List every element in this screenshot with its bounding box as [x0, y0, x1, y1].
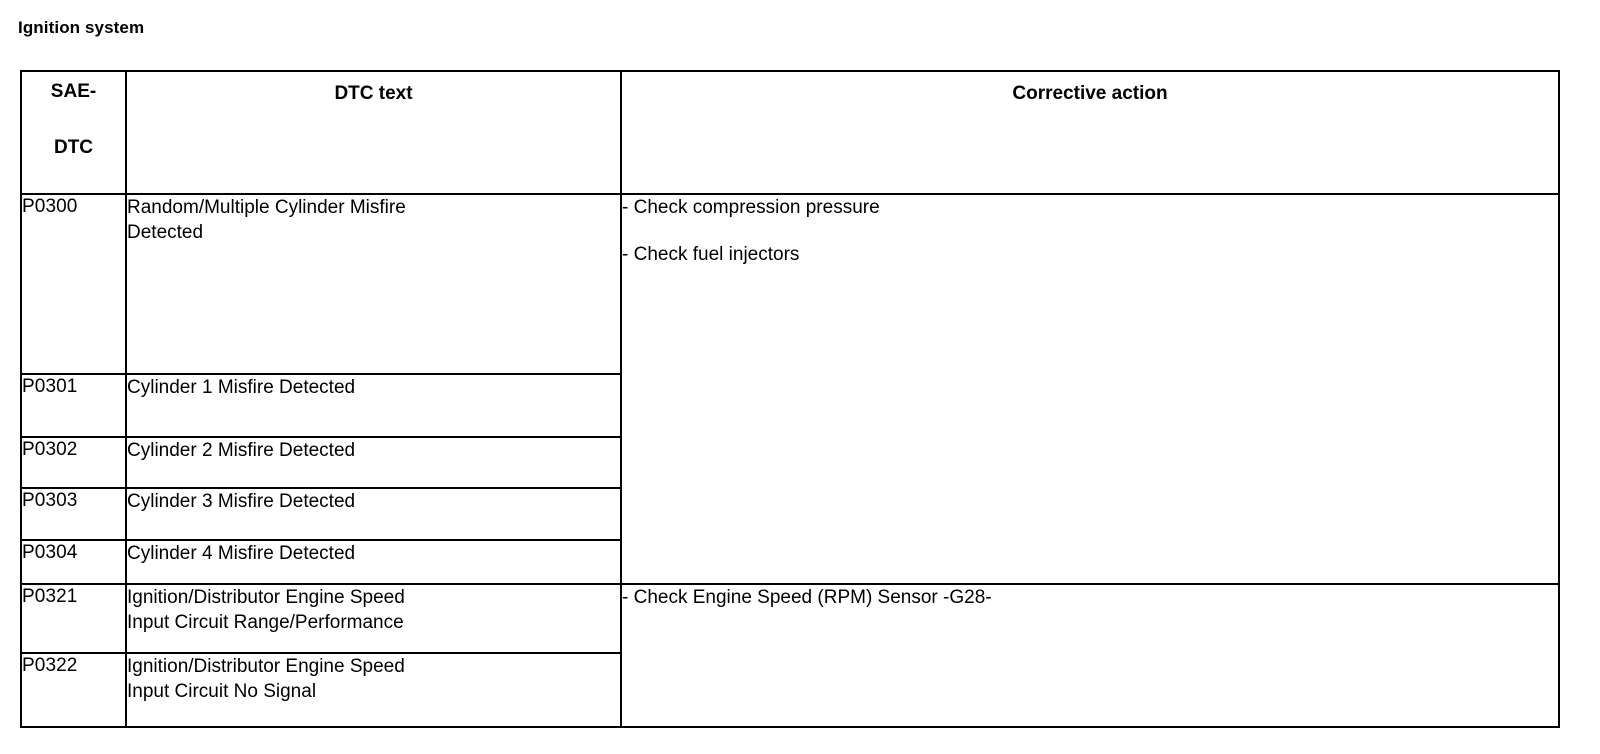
cell-sae-dtc: P0301 [20, 372, 127, 438]
cell-dtc-text: Ignition/Distributor Engine Speed Input … [125, 652, 622, 728]
column-header-sae-dtc: SAE- DTC [20, 70, 127, 195]
corrective-action-line: - Check compression pressure [622, 197, 880, 218]
cell-corrective-action: - Check compression pressure - Check fue… [620, 193, 1560, 585]
column-header-dtc-text: DTC text [125, 70, 622, 195]
table-header-row: SAE- DTC DTC text Corrective action [20, 70, 1560, 195]
cell-sae-dtc: P0300 [20, 193, 127, 375]
table-row: P0301 Cylinder 1 Misfire Detected [20, 372, 1559, 438]
cell-sae-dtc: P0304 [20, 538, 127, 585]
column-header-dtc-text-label: DTC text [334, 83, 413, 104]
cell-dtc-text-line1: Random/Multiple Cylinder Misfire [127, 197, 406, 218]
cell-dtc-text: Cylinder 3 Misfire Detected [125, 487, 622, 541]
cell-dtc-text-line1: Cylinder 1 Misfire Detected [127, 376, 356, 398]
table-row: P0321 Ignition/Distributor Engine Speed … [20, 582, 1560, 729]
cell-dtc-text-line1: Cylinder 4 Misfire Detected [127, 542, 356, 564]
cell-dtc-text-line2: Detected [127, 222, 204, 243]
cell-dtc-text-line2: Input Circuit No Signal [127, 681, 317, 703]
cell-dtc-text: Random/Multiple Cylinder Misfire Detecte… [125, 193, 622, 375]
cell-dtc-text-line1: Cylinder 2 Misfire Detected [127, 439, 356, 461]
cell-dtc-text: Cylinder 4 Misfire Detected [125, 538, 622, 585]
cell-sae-dtc: P0321 [20, 582, 127, 655]
cell-dtc-text-line1: Ignition/Distributor Engine Speed [127, 656, 405, 678]
table-row: P0302 Cylinder 2 Misfire Detected [20, 435, 1559, 490]
column-header-sae-dtc-inner: SAE- DTC [22, 72, 125, 158]
column-header-corrective-action: Corrective action [620, 70, 1560, 195]
table-row: P0303 Cylinder 3 Misfire Detected [20, 487, 1559, 541]
cell-dtc-text: Ignition/Distributor Engine Speed Input … [125, 582, 622, 655]
cell-sae-dtc: P0302 [20, 435, 127, 490]
corrective-action-line: - Check fuel injectors [622, 244, 800, 265]
cell-dtc-text: Cylinder 2 Misfire Detected [125, 435, 622, 490]
table-row: P0300 Random/Multiple Cylinder Misfire D… [20, 193, 1560, 585]
cell-dtc-text: Cylinder 1 Misfire Detected [125, 372, 622, 438]
cell-dtc-text-line1: Ignition/Distributor Engine Speed [127, 586, 405, 608]
column-header-corrective-action-label: Corrective action [1012, 83, 1168, 104]
table-row: P0322 Ignition/Distributor Engine Speed … [20, 652, 1559, 728]
table-row: P0304 Cylinder 4 Misfire Detected [20, 538, 1559, 585]
cell-dtc-text-line2: Input Circuit Range/Performance [127, 611, 404, 633]
column-header-sae-dtc-line2: DTC [53, 137, 94, 158]
cell-corrective-action: - Check Engine Speed (RPM) Sensor -G28- [620, 582, 1560, 729]
column-header-sae-dtc-line1: SAE- [50, 81, 97, 102]
corrective-action-line: - Check Engine Speed (RPM) Sensor -G28- [622, 586, 992, 608]
cell-sae-dtc: P0322 [20, 652, 127, 728]
dtc-table: SAE- DTC DTC text Corrective action P030… [20, 70, 1560, 729]
cell-dtc-text-line1: Cylinder 3 Misfire Detected [127, 491, 356, 513]
cell-sae-dtc: P0303 [20, 487, 127, 541]
page-title: Ignition system [18, 18, 145, 37]
